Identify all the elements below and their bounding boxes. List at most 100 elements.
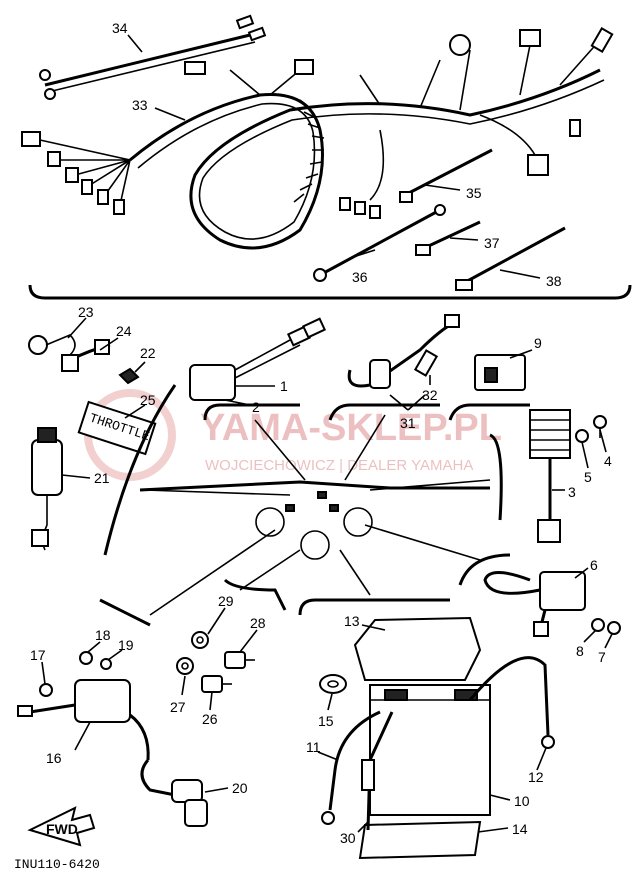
callout-21: 21 bbox=[61, 470, 110, 486]
switch-28 bbox=[224, 651, 255, 669]
svg-text:19: 19 bbox=[118, 637, 134, 653]
svg-text:30: 30 bbox=[340, 830, 356, 846]
clamp-37 bbox=[415, 220, 481, 256]
svg-text:18: 18 bbox=[95, 627, 111, 643]
harness-connectors-left bbox=[21, 131, 131, 215]
callout-7: 7 bbox=[598, 633, 613, 665]
bracket-31-32 bbox=[328, 403, 440, 421]
svg-text:12: 12 bbox=[528, 769, 544, 785]
svg-text:1: 1 bbox=[280, 378, 288, 394]
svg-text:23: 23 bbox=[78, 304, 94, 320]
callout-11: 11 bbox=[306, 739, 339, 761]
callout-17: 17 bbox=[30, 647, 46, 685]
svg-text:26: 26 bbox=[202, 711, 218, 727]
callout-25: 25 bbox=[124, 392, 156, 419]
parts-group: THROTTLE bbox=[17, 314, 621, 860]
bracket-3 bbox=[489, 433, 503, 521]
svg-text:8: 8 bbox=[576, 643, 584, 659]
callout-28: 28 bbox=[239, 615, 266, 653]
fuse-32 bbox=[413, 349, 439, 377]
svg-text:24: 24 bbox=[116, 323, 132, 339]
bracket-9 bbox=[448, 403, 530, 421]
watermark-subtitle: WOJCIECHOWICZ | DEALER YAMAHA bbox=[205, 457, 473, 474]
bolt-18 bbox=[79, 651, 93, 665]
fwd-arrow-icon: FWD bbox=[27, 806, 96, 847]
svg-text:6: 6 bbox=[590, 557, 598, 573]
washer-27 bbox=[176, 657, 194, 675]
mounting-bracket bbox=[139, 480, 490, 560]
bracket-6 bbox=[458, 553, 511, 586]
callout-31: 31 bbox=[389, 394, 426, 431]
callout-34: 34 bbox=[112, 20, 143, 53]
svg-text:37: 37 bbox=[484, 235, 500, 251]
washer-5 bbox=[575, 429, 589, 443]
band-35 bbox=[399, 148, 493, 203]
part-24 bbox=[61, 339, 111, 372]
footer-code: INU110-6420 bbox=[14, 857, 100, 872]
svg-text:28: 28 bbox=[250, 615, 266, 631]
bolt-17 bbox=[39, 683, 53, 697]
callout-18: 18 bbox=[87, 627, 111, 653]
callout-13: 13 bbox=[344, 613, 386, 631]
sub-lead-34 bbox=[44, 33, 251, 87]
callout-32: 32 bbox=[422, 375, 438, 403]
callout-3: 3 bbox=[552, 484, 576, 500]
earth-lead-36 bbox=[313, 204, 446, 282]
part-22 bbox=[118, 367, 140, 385]
svg-text:11: 11 bbox=[306, 739, 321, 755]
svg-text:32: 32 bbox=[422, 387, 438, 403]
svg-text:14: 14 bbox=[512, 821, 528, 837]
svg-text:35: 35 bbox=[466, 185, 482, 201]
callout-14: 14 bbox=[477, 821, 528, 837]
battery-lead-11 bbox=[321, 710, 381, 825]
svg-text:4: 4 bbox=[604, 453, 612, 469]
ignition-coil-16 bbox=[17, 679, 150, 761]
harness-branch-mid bbox=[339, 129, 385, 219]
callout-24: 24 bbox=[99, 323, 132, 351]
svg-text:10: 10 bbox=[514, 793, 530, 809]
callout-19: 19 bbox=[107, 637, 134, 661]
callout-38: 38 bbox=[499, 269, 562, 289]
callouts: 34 33 35 36 37 38 23 24 22 25 21 1 2 31 … bbox=[30, 20, 613, 846]
bracket-1-2 bbox=[203, 403, 300, 421]
top-bracket bbox=[28, 284, 632, 300]
callout-33: 33 bbox=[132, 97, 186, 121]
callout-30: 30 bbox=[340, 821, 369, 846]
nut-8 bbox=[591, 618, 605, 632]
svg-text:3: 3 bbox=[568, 484, 576, 500]
part-25-label: THROTTLE bbox=[77, 400, 157, 456]
callout-20: 20 bbox=[204, 780, 248, 796]
main-harness-33 bbox=[129, 68, 601, 250]
svg-text:25: 25 bbox=[140, 392, 156, 408]
fuse-holder-31 bbox=[347, 314, 460, 389]
battery-pad-14 bbox=[358, 820, 482, 860]
grommet-15 bbox=[319, 674, 347, 694]
svg-text:15: 15 bbox=[318, 713, 334, 729]
battery-lead-30 bbox=[361, 711, 394, 831]
band-38 bbox=[455, 226, 566, 291]
svg-text:31: 31 bbox=[400, 415, 416, 431]
harness-group bbox=[21, 14, 632, 300]
svg-text:21: 21 bbox=[94, 470, 110, 486]
washer-29 bbox=[191, 631, 209, 649]
callout-4: 4 bbox=[599, 429, 612, 469]
callout-37: 37 bbox=[449, 235, 500, 251]
starter-relay-6 bbox=[483, 571, 586, 637]
callout-27: 27 bbox=[170, 675, 186, 715]
flasher-9 bbox=[474, 354, 526, 391]
fwd-label: FWD bbox=[46, 821, 78, 837]
relay-1-2 bbox=[189, 317, 327, 401]
bracket-21 bbox=[103, 384, 177, 556]
callout-2: 2 bbox=[224, 399, 260, 415]
callout-23: 23 bbox=[67, 304, 94, 339]
bolt-4 bbox=[593, 415, 607, 438]
battery-10 bbox=[369, 684, 491, 816]
callout-26: 26 bbox=[202, 691, 218, 727]
svg-text:7: 7 bbox=[598, 649, 606, 665]
washer-19 bbox=[100, 658, 112, 670]
battery-lead-12 bbox=[468, 656, 555, 749]
svg-text:2: 2 bbox=[252, 399, 260, 415]
harness-connectors-top bbox=[184, 26, 614, 176]
svg-text:5: 5 bbox=[584, 469, 592, 485]
